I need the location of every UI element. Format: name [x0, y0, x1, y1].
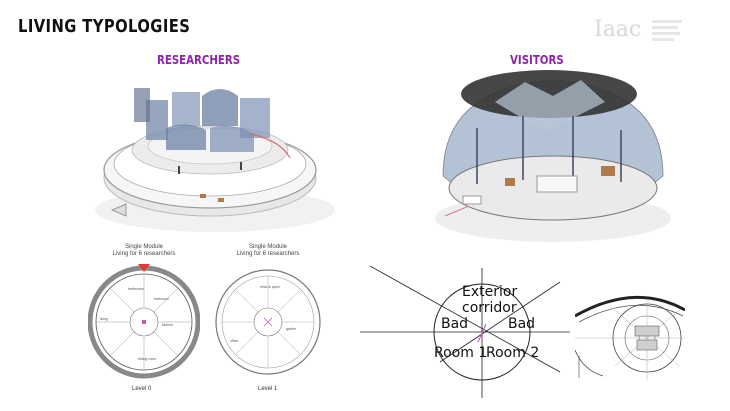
- svg-text:office: office: [230, 339, 238, 343]
- svg-text:gather: gather: [286, 327, 297, 331]
- plan-right-caption-line1: Single Module: [248, 244, 288, 250]
- room-1-label: Room 1: [434, 345, 488, 361]
- plan-level-1-drawing: relax & sport gather office: [215, 269, 321, 375]
- plan-level-0-drawing: bedrooms bathroom kitchen dining room li…: [88, 264, 200, 379]
- plan-left-caption-line2: Living for 6 researchers: [112, 251, 176, 257]
- researchers-module-render: [95, 88, 335, 232]
- visitors-label: VISITORS: [510, 53, 564, 67]
- zoning-diagram: [360, 265, 570, 398]
- slide-title: LIVING TYPOLOGIES: [18, 16, 191, 37]
- entry-marker-icon: [138, 264, 150, 272]
- iaac-logo: Iaac: [594, 17, 682, 42]
- plan-right-caption-line2: Living for 6 researchers: [236, 251, 300, 257]
- plan-left-level-label: Level 0: [132, 386, 152, 392]
- room-2-label: Room 2: [486, 345, 540, 361]
- logo-text: Iaac: [594, 17, 641, 42]
- corridor-label: corridor: [462, 300, 517, 316]
- svg-text:kitchen: kitchen: [162, 323, 173, 327]
- visitors-module-render: [435, 70, 671, 242]
- detail-drawing: [575, 295, 685, 380]
- svg-text:relax & sport: relax & sport: [260, 285, 280, 289]
- svg-text:living: living: [100, 317, 108, 321]
- bad-right-label: Bad: [508, 316, 536, 332]
- svg-text:bathroom: bathroom: [154, 297, 169, 301]
- plan-level-0-panel: Single Module Living for 6 researchers b…: [88, 244, 200, 404]
- plan-right-level-label: Level 1: [258, 386, 278, 392]
- svg-text:dining room: dining room: [138, 357, 156, 361]
- plan-level-1-panel: Single Module Living for 6 researchers r…: [204, 244, 332, 404]
- bad-left-label: Bad: [441, 316, 469, 332]
- svg-text:bedrooms: bedrooms: [128, 287, 144, 291]
- plan-left-caption-line1: Single Module: [124, 244, 164, 250]
- researchers-label: RESEARCHERS: [157, 53, 241, 67]
- exterior-label: Exterior: [462, 284, 518, 300]
